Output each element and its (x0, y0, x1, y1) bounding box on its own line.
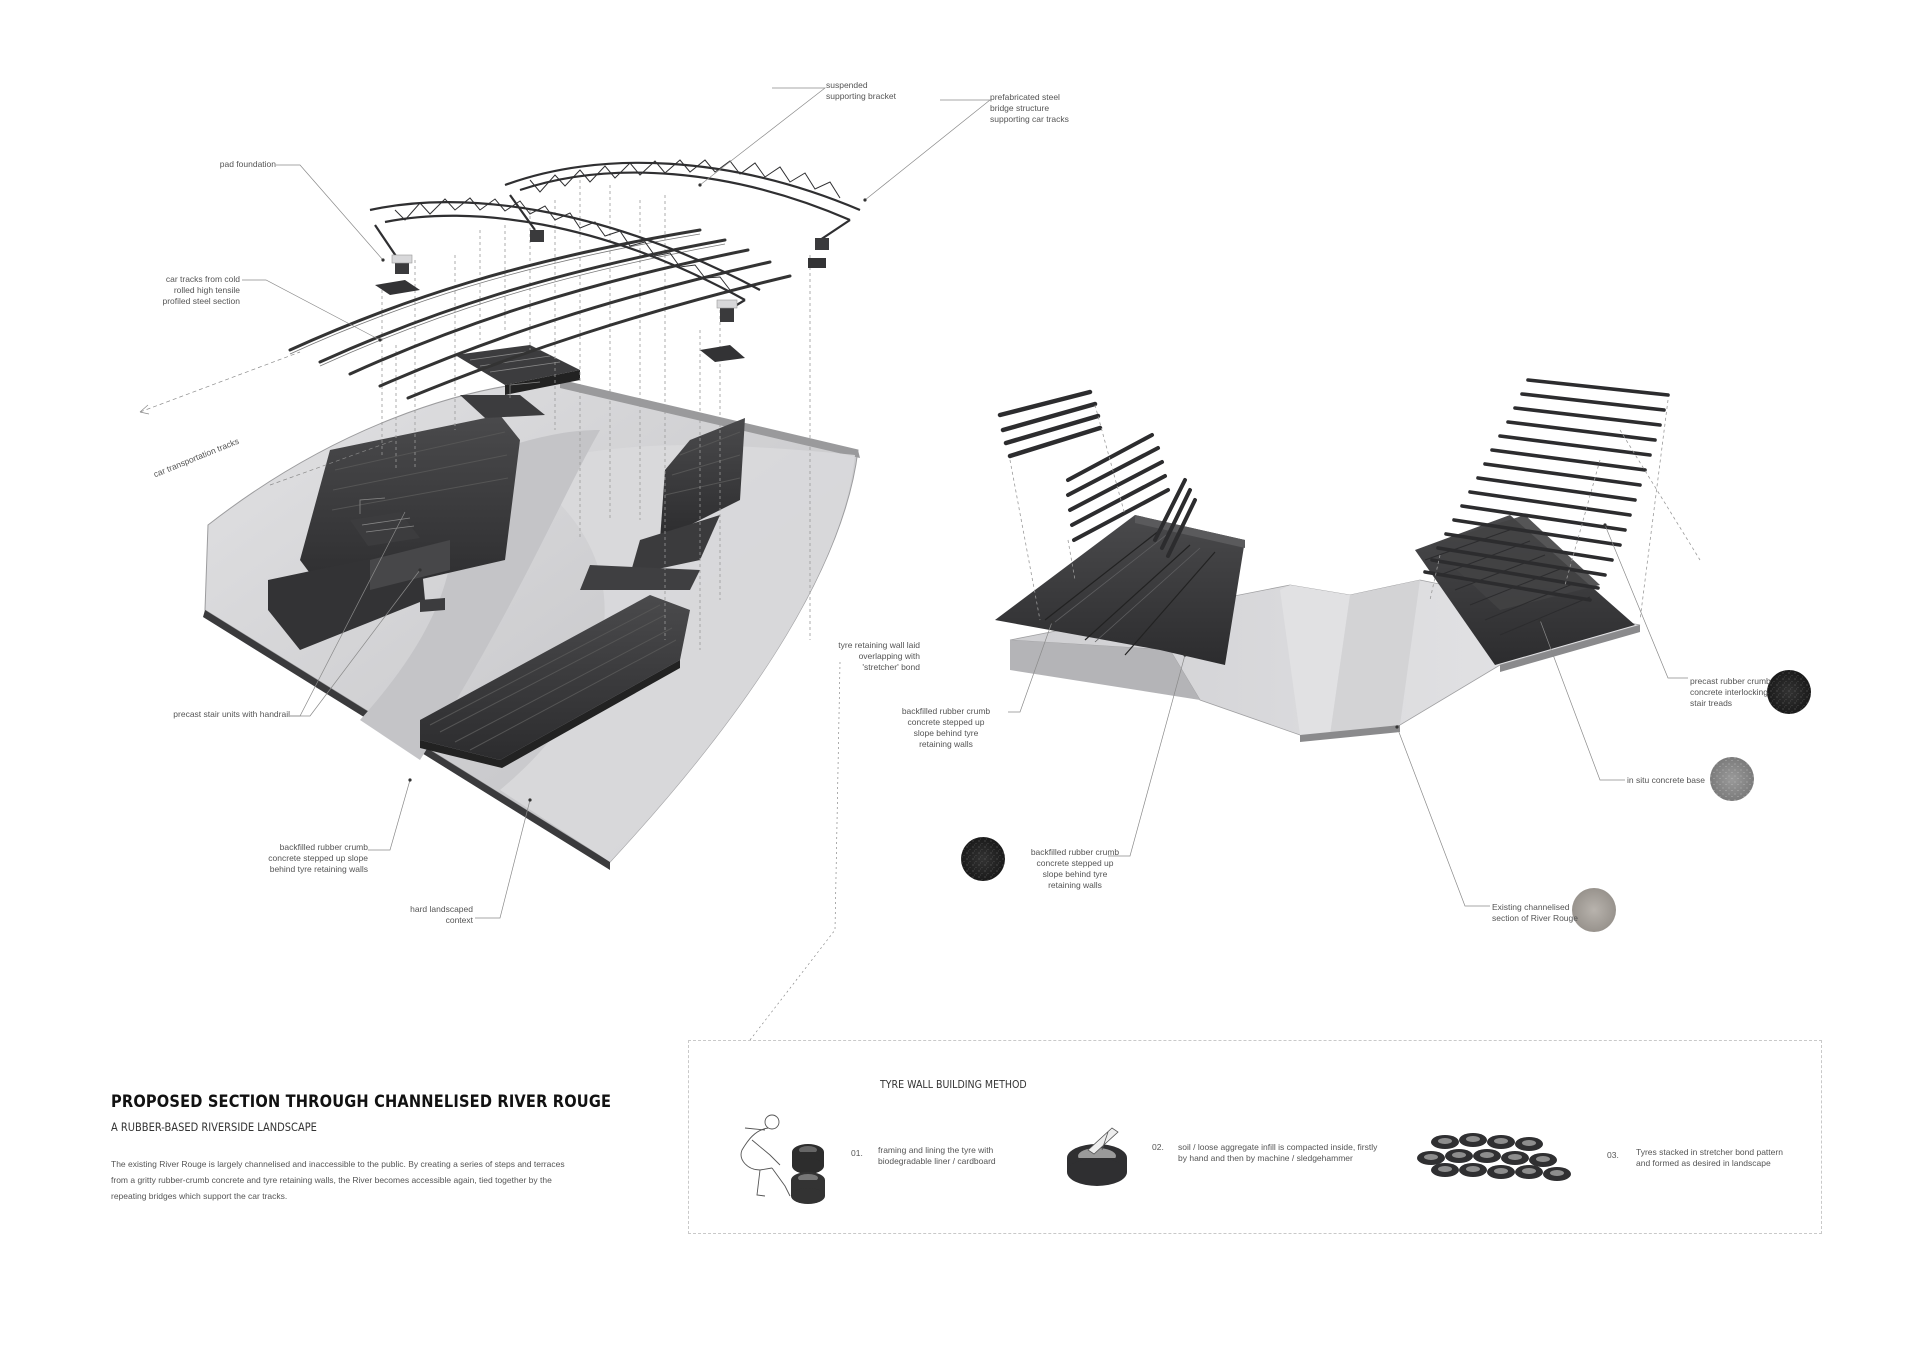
label-car-tracks-profiled: car tracks from cold rolled high tensile… (122, 274, 241, 307)
label-precast-treads: precast rubber crumb concrete interlocki… (1690, 676, 1771, 709)
label-backfilled-upper: backfilled rubber crumb concrete stepped… (886, 706, 1006, 750)
label-existing-channel: Existing channelised section of River Ro… (1492, 902, 1578, 924)
label-line: suspended (826, 80, 868, 90)
step-2-number: 02. (1152, 1142, 1164, 1152)
label-line: slope behind tyre (1042, 869, 1108, 879)
label-line: stair treads (1690, 698, 1733, 708)
tyre-step-3-illustration (1417, 1133, 1571, 1181)
step-text-line: framing and lining the tyre with (878, 1145, 994, 1155)
step-2-text: soil / loose aggregate infill is compact… (1178, 1142, 1418, 1164)
step-text-line: biodegradable liner / cardboard (878, 1156, 996, 1166)
label-line: context (445, 915, 473, 925)
label-line: backfilled rubber crumb (1030, 847, 1120, 857)
label-line: backfilled rubber crumb (279, 842, 368, 852)
label-line: section of River Rouge (1492, 913, 1578, 923)
label-line: retaining walls (1048, 880, 1102, 890)
label-line: hard landscaped (410, 904, 473, 914)
label-pad-foundation: pad foundation (176, 159, 276, 170)
label-line: tyre retaining wall laid (838, 640, 920, 650)
label-line: 'stretcher' bond (862, 662, 920, 672)
label-line: retaining walls (919, 739, 973, 749)
label-line: Existing channelised (1492, 902, 1570, 912)
label-line: in situ concrete base (1627, 775, 1705, 785)
tyre-method-title: TYRE WALL BUILDING METHOD (880, 1078, 1027, 1091)
label-in-situ-base: in situ concrete base (1627, 775, 1705, 786)
label-line: precast rubber crumb (1690, 676, 1771, 686)
label-precast-stair: precast stair units with handrail (120, 709, 290, 720)
label-line: car tracks from cold (165, 274, 240, 284)
page-description: The existing River Rouge is largely chan… (111, 1159, 565, 1201)
step-text-line: Tyres stacked in stretcher bond pattern (1636, 1147, 1783, 1157)
label-line: profiled steel section (162, 296, 241, 306)
label-line: rolled high tensile (173, 285, 240, 295)
swatch-rubber-crumb-dark (961, 837, 1005, 881)
page-subtitle: A RUBBER-BASED RIVERSIDE LANDSCAPE (111, 1120, 317, 1134)
material-swatches (961, 670, 1811, 932)
label-prefab-bridge: prefabricated steel bridge structure sup… (990, 92, 1069, 125)
label-line: slope behind tyre (913, 728, 979, 738)
step-3-number: 03. (1607, 1150, 1619, 1160)
label-line: concrete stepped up slope (268, 853, 368, 863)
label-line: backfilled rubber crumb (901, 706, 991, 716)
tyre-method-panel (688, 1040, 1822, 1234)
label-line: precast stair units with handrail (173, 709, 290, 719)
label-suspended-bracket: suspended supporting bracket (826, 80, 896, 102)
label-line: concrete stepped up (1036, 858, 1114, 868)
step-3-text: Tyres stacked in stretcher bond pattern … (1636, 1147, 1856, 1169)
label-hard-landscaped: hard landscaped context (385, 904, 473, 926)
step-text-line: by hand and then by machine / sledgehamm… (1178, 1153, 1353, 1163)
label-line: overlapping with (858, 651, 920, 661)
label-line: behind tyre retaining walls (269, 864, 368, 874)
label-line: concrete interlocking (1690, 687, 1768, 697)
tyre-step-1-illustration (740, 1114, 825, 1204)
label-backfilled-lower: backfilled rubber crumb concrete stepped… (1016, 847, 1134, 891)
leader-lines (139, 87, 1688, 1041)
tyre-step-2-illustration (1067, 1127, 1127, 1186)
label-line: pad foundation (219, 159, 276, 169)
label-backfilled-left: backfilled rubber crumb concrete stepped… (240, 842, 368, 875)
label-line: bridge structure (990, 103, 1050, 113)
right-axonometric (995, 378, 1701, 742)
left-axonometric (203, 159, 861, 870)
label-line: supporting bracket (826, 91, 896, 101)
step-text-line: and formed as desired in landscape (1636, 1158, 1771, 1168)
page-title: PROPOSED SECTION THROUGH CHANNELISED RIV… (111, 1092, 612, 1112)
label-line: concrete stepped up (907, 717, 985, 727)
step-text-line: soil / loose aggregate infill is compact… (1178, 1142, 1378, 1152)
swatch-existing-channel (1572, 888, 1616, 932)
swatch-in-situ-concrete (1710, 757, 1754, 801)
step-1-text: framing and lining the tyre with biodegr… (878, 1145, 1098, 1167)
label-line: supporting car tracks (990, 114, 1069, 124)
label-tyre-retaining-wall: tyre retaining wall laid overlapping wit… (800, 640, 920, 673)
swatch-rubber-crumb-treads (1767, 670, 1811, 714)
label-line: prefabricated steel (990, 92, 1060, 102)
step-1-number: 01. (851, 1148, 863, 1158)
